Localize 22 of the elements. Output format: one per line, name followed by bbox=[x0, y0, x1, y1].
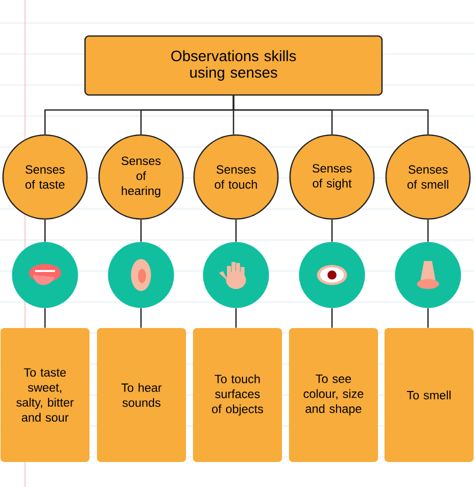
connector-line bbox=[427, 220, 429, 242]
nose-icon bbox=[395, 242, 461, 308]
description-box: To see colour, size and shape bbox=[289, 328, 378, 462]
connector-line bbox=[331, 220, 333, 242]
description-box: To taste sweet, salty, bitter and sour bbox=[0, 328, 90, 462]
connector-line bbox=[427, 308, 429, 328]
connector-line bbox=[331, 308, 333, 328]
description-box: To hear sounds bbox=[97, 328, 186, 462]
connector-line bbox=[44, 220, 46, 242]
connector-line bbox=[235, 308, 237, 328]
title-box: Observations skills using senses bbox=[84, 35, 383, 96]
connector-line bbox=[235, 220, 237, 242]
connector-line bbox=[140, 220, 142, 242]
connector-line bbox=[140, 308, 142, 328]
mouth-icon bbox=[12, 242, 78, 308]
hand-icon bbox=[203, 242, 269, 308]
connector-line bbox=[232, 96, 429, 134]
connector-line bbox=[44, 308, 46, 328]
ear-icon bbox=[108, 242, 174, 308]
description-box: To touch surfaces of objects bbox=[193, 328, 282, 462]
description-box: To smell bbox=[384, 328, 474, 462]
eye-icon bbox=[299, 242, 365, 308]
